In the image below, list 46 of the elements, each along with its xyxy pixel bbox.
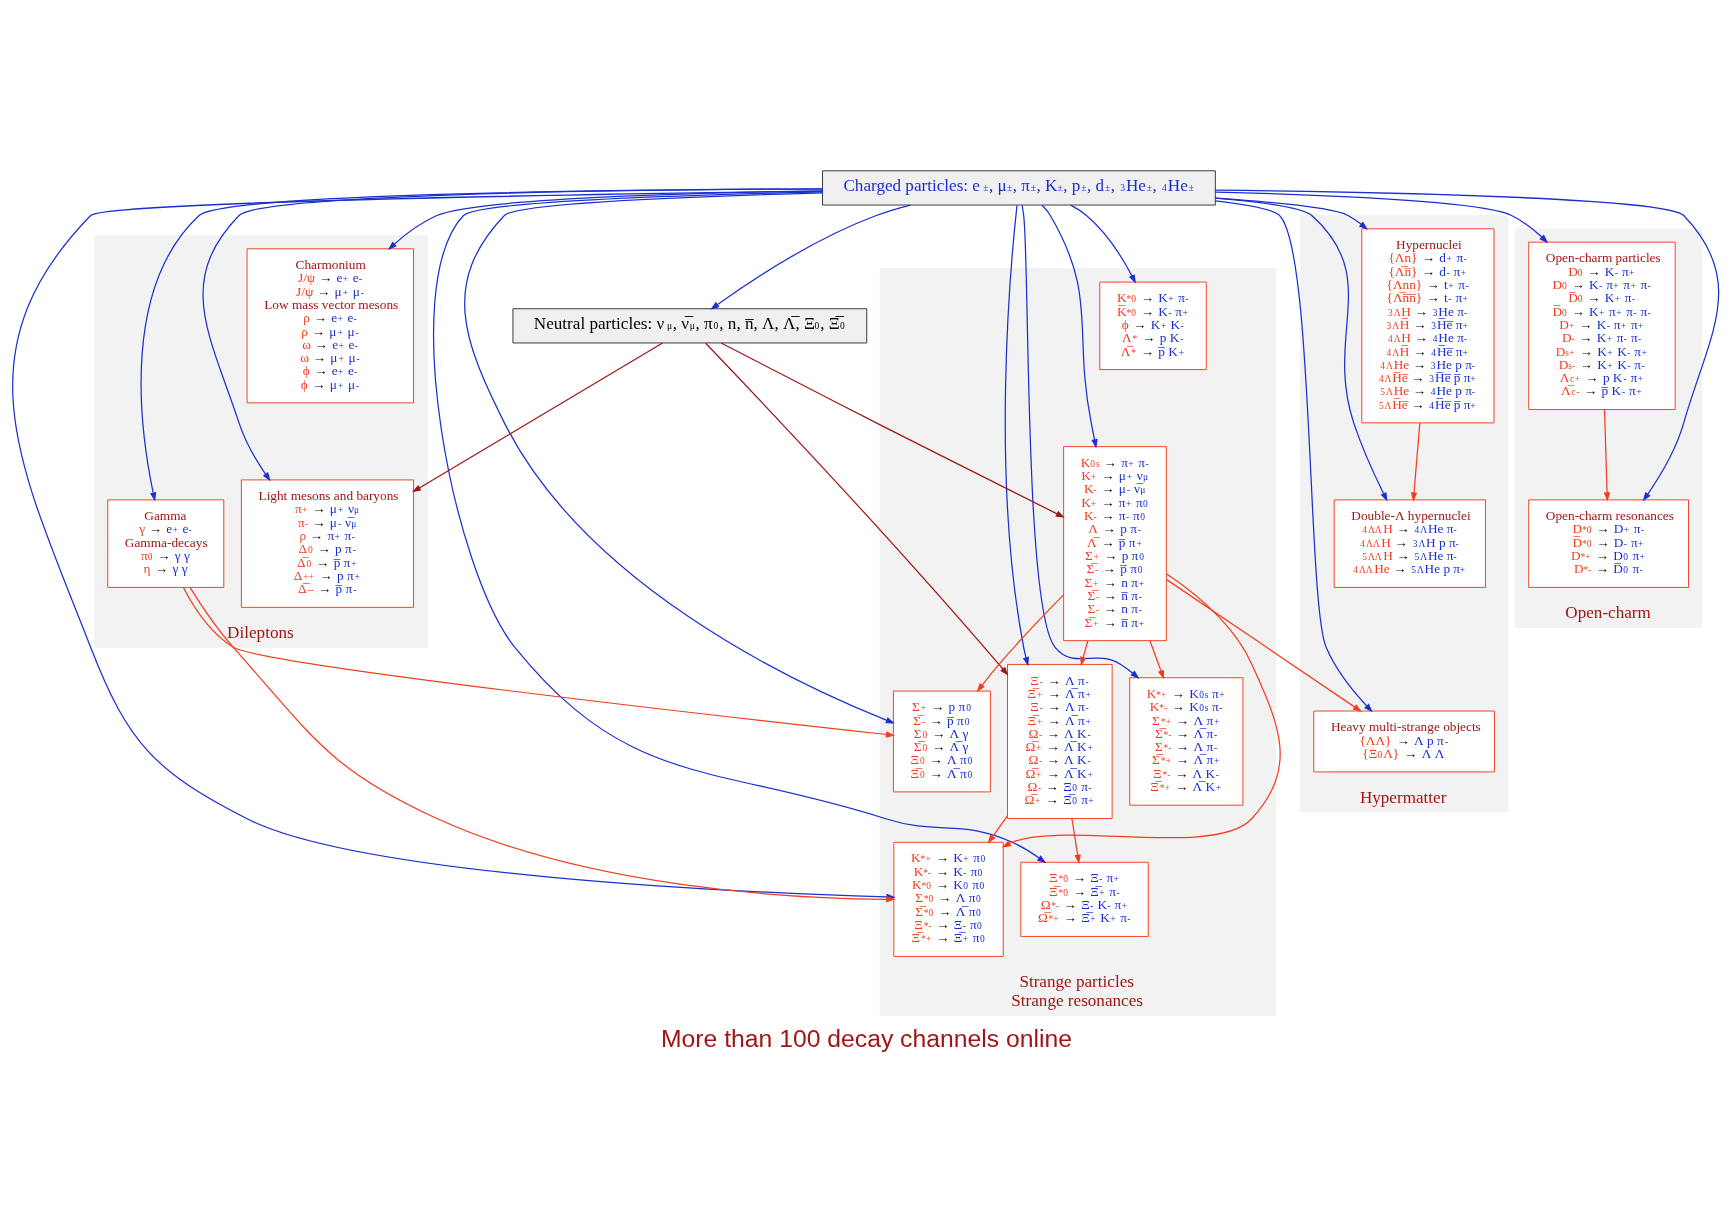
node-box: Heavy multi-strange objects {ΛΛ} → Λ p π- {Ξ0Λ} → Λ Λ [1313, 710, 1495, 772]
node-box: Double-Λ hypernuclei 4ΛΛH → 4ΛHe π- 4ΛΛH → 3ΛH p π- 5ΛΛH → 5ΛHe π- 4ΛΛHe → 5ΛHe p π+ [1333, 498, 1486, 588]
arrow [1004, 204, 1029, 666]
arrow [1214, 196, 1388, 502]
arrow [1149, 639, 1165, 679]
node-box: K0s → π+ π- K+ → μ+ νμ K- → μ- ν̅μ K+ → π+ π0 K- → π- π0 Λ → p π- Λ̅ → p̅ π+ Σ+ → p π0 Σ̅- → p̅ π0 Σ+ → n π+ Σ̅- → n̅ π- Σ- → n π- Σ̅+ → n̅ π+ [1063, 445, 1167, 641]
node-box: Neutral particles: νμ, ν̅μ, π0, n, n̅, Λ, Λ̅, Ξ0, Ξ̅0 [512, 307, 868, 343]
arrow [705, 342, 1009, 676]
node-box: K*+ → K+ π0 K*- → K- π0 K*0 → K0 π0 Σ*0 → Λ π0 Σ̅*0 → Λ̅ π0 Ξ*- → Ξ- π0 Ξ̅*+ → Ξ̅+ π0 [893, 841, 1004, 957]
arrow [1071, 817, 1081, 864]
node-box: Gamma γ → e+ e- Gamma-decays π0 → γ γ η → γ γ [107, 498, 225, 588]
caption: More than 100 decay channels online [661, 1024, 1072, 1052]
node-box: Charged particles: e±, μ±, π±, K±, p±, d±, 3He±, 4He± [822, 169, 1216, 205]
arrow [1410, 421, 1421, 502]
node-box: Ξ*0 → Ξ- π+ Ξ̅*0 → Ξ̅+ π- Ω*- → Ξ- K- π+ Ω̅*+ → Ξ̅+ K+ π- [1020, 861, 1149, 937]
arrow [387, 189, 823, 250]
node-box: Open-charm resonances D*0 → D+ π- D̅*0 → D- π+ D*+ → D0 π+ D*- → D̅0 π- [1528, 498, 1689, 588]
arrow [433, 190, 1047, 863]
arrow [1603, 408, 1611, 501]
arrow [710, 203, 911, 310]
node-box: Hypernuclei {Λn} → d+ π- {Λ̅n̅} → d- π+ {Λnn} → t+ π- {Λ̅n̅n̅} → t- π+ 3ΛH → 3He π- 3ΛH̅ → 3H̅e̅ π+ 4ΛH → 4He π- 4ΛH̅ → 4H̅e̅ π+ 4ΛHe → 3He p π- 4ΛH̅e̅ → 3H̅e̅ p̅ π+ 5ΛHe → 4He p π- 5ΛH̅e̅ → 4H̅e̅ p̅ π+ [1361, 227, 1495, 423]
arrow [987, 814, 1009, 844]
arrow [1166, 578, 1362, 712]
arrow [720, 341, 1065, 518]
node-box: K*0 → K+ π- K̅*0 → K- π+ ϕ → K+ K- Λ* → p K- Λ̅* → p̅ K+ [1099, 281, 1207, 370]
arrow [140, 187, 823, 502]
arrow [1214, 199, 1373, 712]
node-box: K*+ → K0s π+ K*- → K0s π- Σ*+ → Λ π+ Σ̅*- → Λ̅ π- Σ*- → Λ π- Σ̅*+ → Λ̅ π+ Ξ*- → Λ K- Ξ̅*+ → Λ̅ K+ [1129, 676, 1244, 806]
arrow [1070, 204, 1136, 284]
node-box: Ξ- → Λ π- Ξ̅+ → Λ̅ π+ Ξ- → Λ π- Ξ̅+ → Λ̅ π+ Ω- → Λ K- Ω̅+ → Λ̅ K+ Ω- → Λ K- Ω̅+ → Λ̅ K+ Ω- → Ξ0 π- Ω̅+ → Ξ̅0 π+ [1007, 663, 1113, 819]
arrow [1041, 204, 1098, 448]
arrow [411, 341, 664, 492]
arrow [182, 586, 896, 738]
arrow [1080, 639, 1089, 666]
arrow [1001, 572, 1281, 848]
arrow [464, 191, 895, 724]
arrow [976, 593, 1065, 692]
node-box: Charmonium J/ψ → e+ e- J/ψ → μ+ μ- Low mass vector mesons ρ → e+ e- ρ → μ+ μ- ω → e+ e- ω → μ+ μ- ϕ → e+ e- ϕ → μ+ μ- [246, 247, 414, 403]
arrow [202, 187, 824, 481]
node-box: Open-charm particles D0 → K- π+ D0 → K- π+ π+ π- D̅0 → K+ π- D̅0 → K+ π+ π- π- D+ → K- π+ π+ D- → K+ π- π- Ds+ → K+ K- π+ Ds- → K+ K- π- Λc+ → p K- π+ Λ̅c- → p̅ K- π+ [1528, 241, 1676, 410]
arrow [1214, 190, 1549, 243]
node-box: Light mesons and baryons π+ → μ+ νμ π- → μ- ν̅μ ρ → π+ π- Δ0 → p π- Δ̅0 → p̅ π+ Δ++ → p π+ Δ̅-- → p̅ π- [240, 478, 414, 608]
arrow [1214, 189, 1720, 501]
arrow [1214, 197, 1368, 230]
arrow [1021, 204, 1140, 679]
node-box: Σ+ → p π0 Σ̅- → p̅ π0 Σ0 → Λ γ Σ̅0 → Λ̅ γ Ξ0 → Λ π0 Ξ̅0 → Λ̅ π0 [892, 690, 991, 792]
